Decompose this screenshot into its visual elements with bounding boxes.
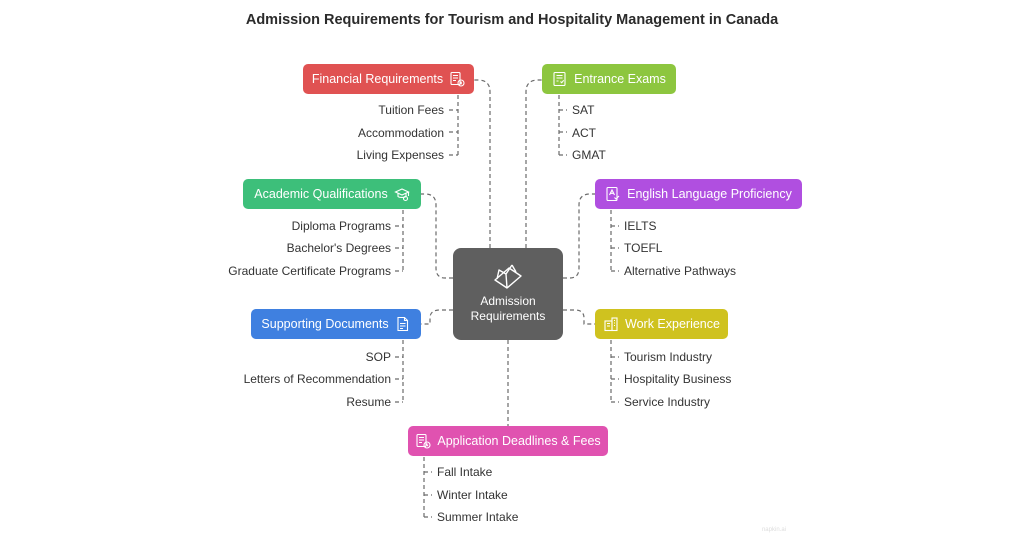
book-open-icon [492,262,524,292]
item-graduate-certificate-programs: Graduate Certificate Programs [228,264,391,278]
item-resume: Resume [346,395,391,409]
item-hospitality-business: Hospitality Business [624,372,732,386]
category-application-deadlines-fees[interactable]: Application Deadlines & Fees [408,426,608,456]
item-fall-intake: Fall Intake [437,465,493,479]
item-sop: SOP [365,350,391,364]
watermark: napkin.ai [761,527,786,533]
center-label-line2: Requirements [470,309,546,323]
link-english [563,193,595,279]
link-supporting [421,309,453,325]
center-node-admission-requirements: Admission Requirements [453,248,563,340]
item-letters-of-recommendation: Letters of Recommendation [243,372,391,386]
item-diploma-programs: Diploma Programs [291,219,391,233]
calendar-receipt-icon [415,433,431,449]
link-academic [421,193,453,279]
item-gmat: GMAT [572,148,606,162]
center-label-line1: Admission [480,294,536,308]
item-ielts: IELTS [624,219,657,233]
item-sat: SAT [572,103,595,117]
link-financial [474,79,491,248]
item-service-industry: Service Industry [624,395,711,409]
graduation-icon [393,186,410,202]
receipt-icon [449,71,465,87]
category-financial-requirements[interactable]: Financial Requirements [303,64,474,94]
category-label: Academic Qualifications [254,187,388,201]
category-work-experience[interactable]: Work Experience [595,309,728,339]
item-tourism-industry: Tourism Industry [624,350,713,364]
category-label: Financial Requirements [311,72,444,86]
item-alternative-pathways: Alternative Pathways [624,264,737,278]
link-work [563,309,595,325]
item-accommodation: Accommodation [357,126,444,140]
item-summer-intake: Summer Intake [437,510,519,524]
item-living-expenses: Living Expenses [356,148,444,162]
document-icon [395,316,411,332]
diagram-title: Admission Requirements for Tourism and H… [245,12,779,28]
category-label: Entrance Exams [574,72,666,86]
item-bachelors-degrees: Bachelor's Degrees [286,241,391,255]
category-entrance-exams[interactable]: Entrance Exams [542,64,676,94]
category-supporting-documents[interactable]: Supporting Documents [251,309,421,339]
category-label: Work Experience [625,317,720,331]
category-label: Application Deadlines & Fees [437,434,601,448]
item-winter-intake: Winter Intake [437,488,508,502]
exam-paper-icon [552,71,568,87]
item-act: ACT [572,126,596,140]
category-english-language-proficiency[interactable]: English Language Proficiency [595,179,802,209]
item-toefl: TOEFL [624,241,663,255]
item-tuition-fees: Tuition Fees [378,103,444,117]
category-label: English Language Proficiency [627,187,792,201]
language-icon [605,186,621,202]
building-icon [603,316,619,332]
link-entrance [525,79,542,248]
category-academic-qualifications[interactable]: Academic Qualifications [243,179,421,209]
category-label: Supporting Documents [261,317,389,331]
